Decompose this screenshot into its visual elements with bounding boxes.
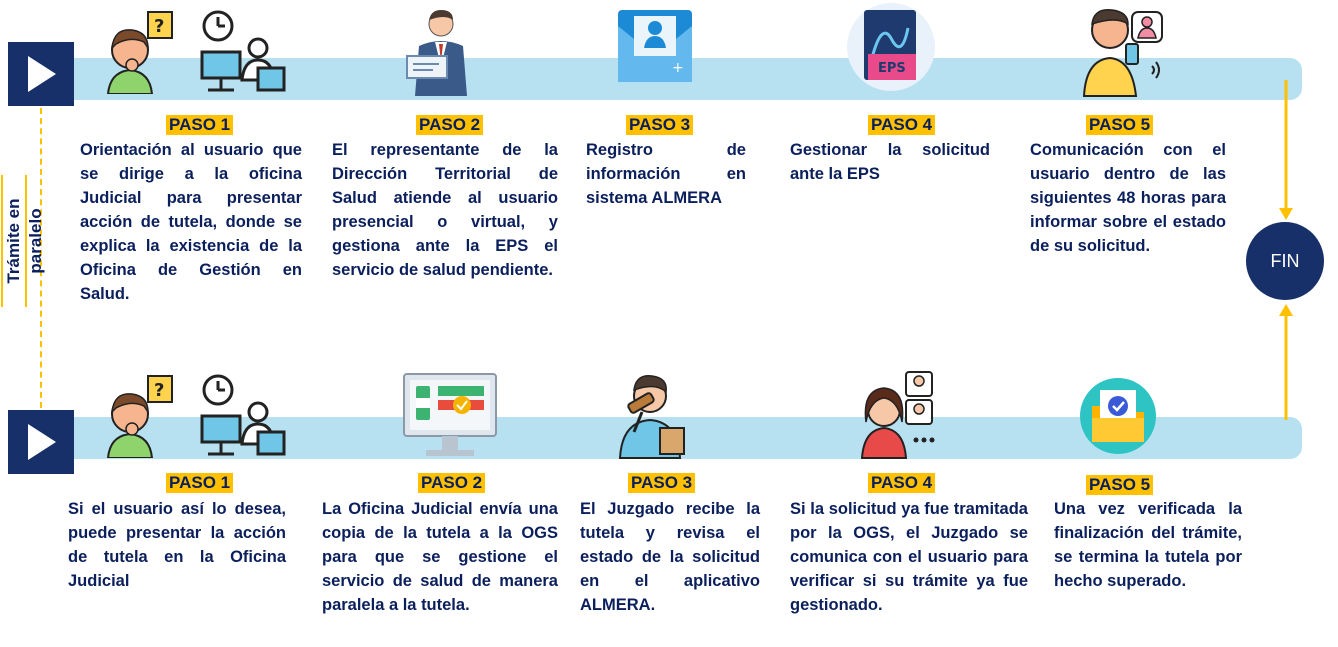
computer-user-icon-bottom	[200, 374, 286, 456]
phone-communication-icon	[1082, 9, 1163, 97]
confused-person-icon: ?	[106, 11, 173, 94]
top-paso-5-label: PASO 5	[1086, 115, 1154, 135]
video-call-icon	[860, 371, 935, 459]
bottom-step-5-text: Una vez verificada la finalización del t…	[1054, 500, 1242, 590]
top-step-2-text: El representante de la Dirección Territo…	[332, 141, 558, 279]
bottom-paso-4-label: PASO 4	[868, 473, 936, 493]
bottom-paso-2-label: PASO 2	[418, 473, 486, 493]
svg-text:?: ?	[154, 380, 164, 401]
verified-folder-icon	[1080, 378, 1156, 454]
svg-text:+: +	[672, 60, 684, 76]
bottom-play-button[interactable]	[8, 410, 74, 474]
registration-mail-icon: +	[618, 10, 692, 82]
bottom-step-4-text: Si la solicitud ya fue tramitada por la …	[790, 500, 1028, 614]
eps-file-icon: EPS	[847, 3, 935, 91]
top-step-5-text: Comunicación con el usuario dentro de la…	[1030, 141, 1226, 255]
bottom-step-1-text: Si el usuario así lo desea, puede presen…	[68, 500, 286, 590]
bottom-step-2-text: La Oficina Judicial envía una copia de l…	[322, 500, 558, 614]
top-step-1-text: Orientación al usuario que se dirige a l…	[80, 141, 302, 303]
top-step-3-text: Registro de información en sistema ALMER…	[586, 141, 746, 207]
top-play-button[interactable]	[8, 42, 74, 106]
svg-text:?: ?	[154, 16, 164, 37]
computer-user-icon	[200, 10, 286, 92]
bottom-paso-3-label: PASO 3	[628, 473, 696, 493]
judge-gavel-icon	[618, 375, 685, 459]
confused-person-icon-bottom: ?	[106, 375, 173, 458]
bottom-paso-5-label: PASO 5	[1086, 475, 1154, 495]
side-label-tramite-paralelo: Trámite en paralelo	[1, 175, 45, 307]
eps-label: EPS	[878, 61, 906, 76]
top-paso-2-label: PASO 2	[416, 115, 484, 135]
medical-monitor-icon	[403, 373, 497, 456]
top-step-4-text: Gestionar la solicitud ante la EPS	[790, 141, 990, 183]
bottom-step-3-text: El Juzgado recibe la tutela y revisa el …	[580, 500, 760, 614]
top-paso-1-label: PASO 1	[166, 115, 234, 135]
top-paso-4-label: PASO 4	[868, 115, 936, 135]
top-paso-3-label: PASO 3	[626, 115, 694, 135]
representative-icon	[406, 10, 467, 96]
fin-circle: FIN	[1246, 222, 1324, 300]
parallel-dashed-line	[40, 108, 42, 408]
fin-connector-lines	[1279, 80, 1293, 420]
bottom-paso-1-label: PASO 1	[166, 473, 234, 493]
